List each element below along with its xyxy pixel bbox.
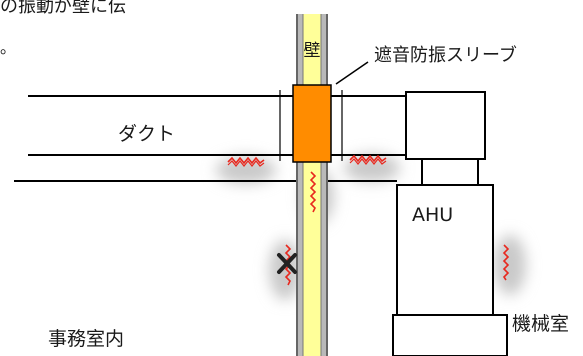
zigzag-vibration-icon	[349, 154, 387, 163]
ahu-neck	[421, 158, 479, 186]
x-mark-icon	[277, 253, 297, 274]
zigzag-vibration-icon	[502, 244, 510, 281]
zigzag-vibration-icon	[309, 171, 317, 213]
ahu-unit	[392, 91, 508, 356]
top-text-fragment: の振動が壁に伝	[0, 0, 126, 17]
wall-core	[303, 14, 321, 356]
ahu-label: AHU	[412, 204, 454, 226]
ahu-top-box	[405, 91, 486, 160]
zigzag-vibration-icon	[227, 160, 265, 167]
zigzag-vibration-icon	[227, 156, 265, 165]
ahu-body	[396, 184, 494, 316]
office-label: 事務室内	[48, 328, 125, 350]
machine-room-label: 機械室	[512, 313, 570, 335]
duct-label: ダクト	[118, 123, 176, 145]
upper-duct	[28, 90, 406, 161]
top-period: 。	[0, 38, 17, 57]
glow-ahu-side	[494, 235, 526, 295]
wall-label: 壁	[303, 41, 321, 61]
ahu-base	[392, 314, 508, 356]
sleeve	[292, 84, 332, 163]
sleeve-leader-line	[335, 61, 369, 85]
wall	[296, 14, 328, 356]
sleeve-label: 遮音防振スリーブ	[374, 45, 517, 66]
zigzag-vibration-icon	[349, 158, 387, 165]
